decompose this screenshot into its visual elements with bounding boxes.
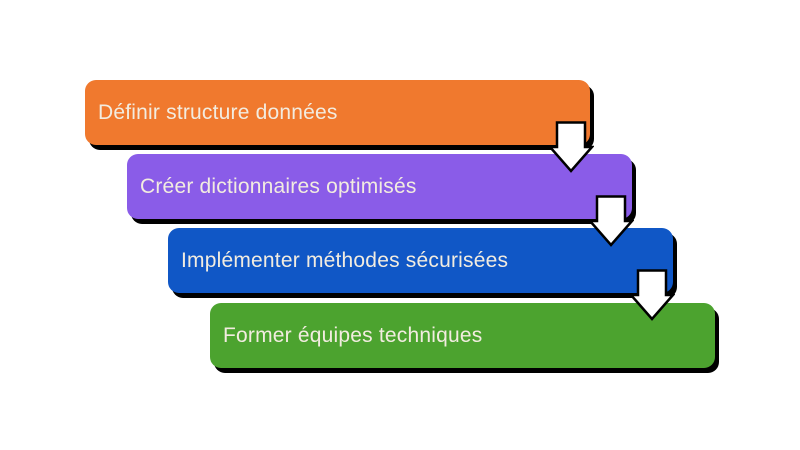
process-step-4: Former équipes techniques (210, 303, 715, 368)
process-step-3: Implémenter méthodes sécurisées (168, 228, 673, 293)
process-step-1-label: Définir structure données (98, 100, 338, 124)
process-step-3-label: Implémenter méthodes sécurisées (181, 248, 509, 272)
down-arrow-shape (629, 269, 675, 321)
down-arrow-icon (548, 121, 594, 173)
process-step-1: Définir structure données (85, 80, 590, 145)
down-arrow-icon (629, 269, 675, 321)
down-arrow-shape (548, 121, 594, 173)
process-step-4-label: Former équipes techniques (223, 323, 483, 347)
process-step-2: Créer dictionnaires optimisés (127, 154, 632, 219)
down-arrow-shape (588, 195, 634, 247)
process-step-2-label: Créer dictionnaires optimisés (140, 174, 417, 198)
down-arrow-icon (588, 195, 634, 247)
